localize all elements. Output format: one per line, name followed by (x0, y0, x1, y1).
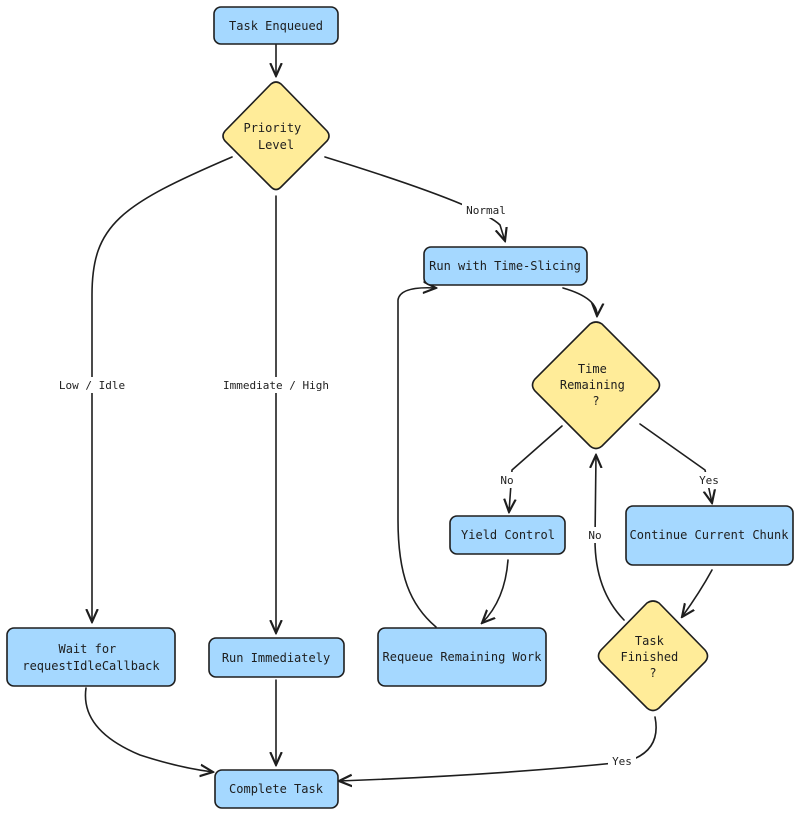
edges (84, 44, 713, 781)
node-task-enqueued[interactable]: Task Enqueued (213, 6, 339, 45)
node-task-enqueued-label: Task Enqueued (229, 19, 323, 33)
edge-wait-idle-to-complete (84, 687, 213, 772)
node-complete-task[interactable]: Complete Task (214, 769, 339, 809)
edge-time-remaining-to-continue (639, 423, 712, 503)
node-complete-task-label: Complete Task (229, 782, 324, 796)
edge-time-remaining-to-yield (509, 425, 563, 512)
edge-requeue-to-timeslicing (397, 288, 436, 628)
edge-priority-to-wait-idle (92, 156, 233, 622)
edge-continue-to-finished (682, 569, 713, 617)
edge-labels: Normal Low / Idle Immediate / High No Ye… (54, 202, 723, 769)
edge-label-low-idle: Low / Idle (59, 379, 125, 392)
node-requeue-work[interactable]: Requeue Remaining Work (377, 627, 547, 687)
node-run-immediately-label: Run Immediately (222, 651, 330, 665)
edge-yield-to-requeue (482, 559, 509, 623)
node-run-time-slicing-label: Run with Time-Slicing (429, 259, 581, 273)
node-continue-chunk[interactable]: Continue Current Chunk (625, 505, 794, 566)
node-requeue-work-label: Requeue Remaining Work (383, 650, 543, 664)
edge-label-yes-time: Yes (699, 474, 719, 487)
edge-label-no-time: No (500, 474, 513, 487)
node-wait-idle[interactable]: Wait for requestIdleCallback (6, 627, 176, 687)
node-yield-control[interactable]: Yield Control (449, 515, 566, 555)
edge-timeslicing-to-time-remaining (562, 287, 597, 316)
edge-label-immediate-high: Immediate / High (223, 379, 329, 392)
edge-priority-to-timeslicing (324, 156, 505, 241)
node-priority-level[interactable]: Priority Level (222, 81, 330, 191)
node-time-remaining[interactable]: Time Remaining ? (531, 321, 661, 450)
node-priority-level-label: Priority Level (243, 121, 308, 152)
node-wait-idle-label: Wait for requestIdleCallback (22, 642, 160, 673)
edge-finished-to-complete (339, 716, 657, 781)
node-yield-control-label: Yield Control (461, 528, 555, 542)
node-continue-chunk-label: Continue Current Chunk (630, 528, 790, 542)
edge-label-yes-finished: Yes (612, 755, 632, 768)
node-time-remaining-label: Time Remaining ? (560, 362, 632, 408)
node-task-finished[interactable]: Task Finished ? (597, 600, 709, 712)
node-run-immediately[interactable]: Run Immediately (208, 637, 345, 678)
node-run-time-slicing[interactable]: Run with Time-Slicing (423, 246, 588, 286)
node-task-finished-label: Task Finished ? (620, 634, 685, 680)
edge-label-no-finished: No (588, 529, 601, 542)
edge-label-normal: Normal (466, 204, 506, 217)
